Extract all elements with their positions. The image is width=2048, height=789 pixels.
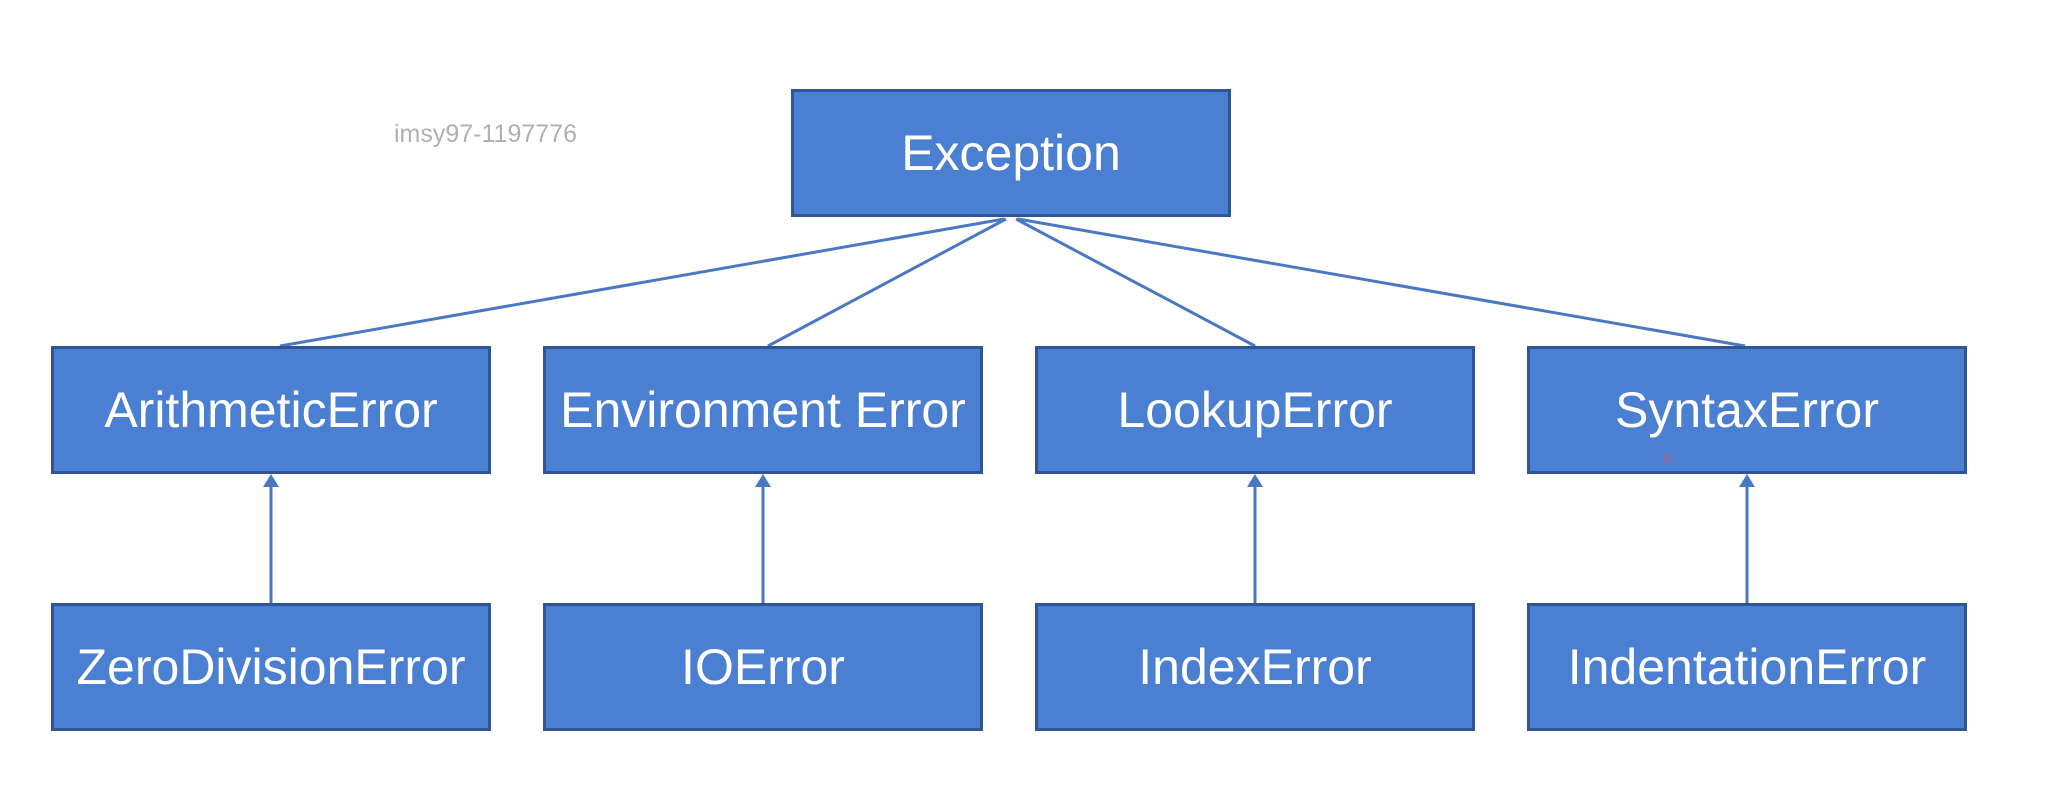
edge-lookup-to-exception xyxy=(1015,217,1256,348)
arrowhead-arithmetic xyxy=(263,474,279,487)
node-label: Environment Error xyxy=(560,382,966,438)
node-index-error: IndexError xyxy=(1035,603,1475,731)
node-label: Exception xyxy=(901,125,1121,181)
node-label: IOError xyxy=(681,639,845,695)
node-exception: Exception xyxy=(791,89,1231,217)
node-label: IndentationError xyxy=(1567,639,1927,695)
node-label: ZeroDivisionError xyxy=(76,639,466,695)
edge-syntax-to-exception xyxy=(1017,217,1746,348)
node-label: LookupError xyxy=(1117,382,1393,438)
node-arithmetic-error: ArithmeticError xyxy=(51,346,491,474)
node-label: IndexError xyxy=(1138,639,1372,695)
node-io-error: IOError xyxy=(543,603,983,731)
node-zero-division-error: ZeroDivisionError xyxy=(51,603,491,731)
node-syntax-error: SyntaxError xyxy=(1527,346,1967,474)
node-environment-error: Environment Error xyxy=(543,346,983,474)
node-lookup-error: LookupError xyxy=(1035,346,1475,474)
cursor-marker xyxy=(1664,454,1672,462)
node-indentation-error: IndentationError xyxy=(1527,603,1967,731)
edge-arithmetic-to-exception xyxy=(279,217,1005,348)
arrowhead-environment xyxy=(755,474,771,487)
arrowhead-lookup xyxy=(1247,474,1263,487)
node-label: ArithmeticError xyxy=(104,382,438,438)
node-label: SyntaxError xyxy=(1615,382,1879,438)
watermark-text: imsy97-1197776 xyxy=(394,120,577,148)
edge-environment-to-exception xyxy=(767,217,1007,348)
arrowhead-syntax xyxy=(1739,474,1755,487)
